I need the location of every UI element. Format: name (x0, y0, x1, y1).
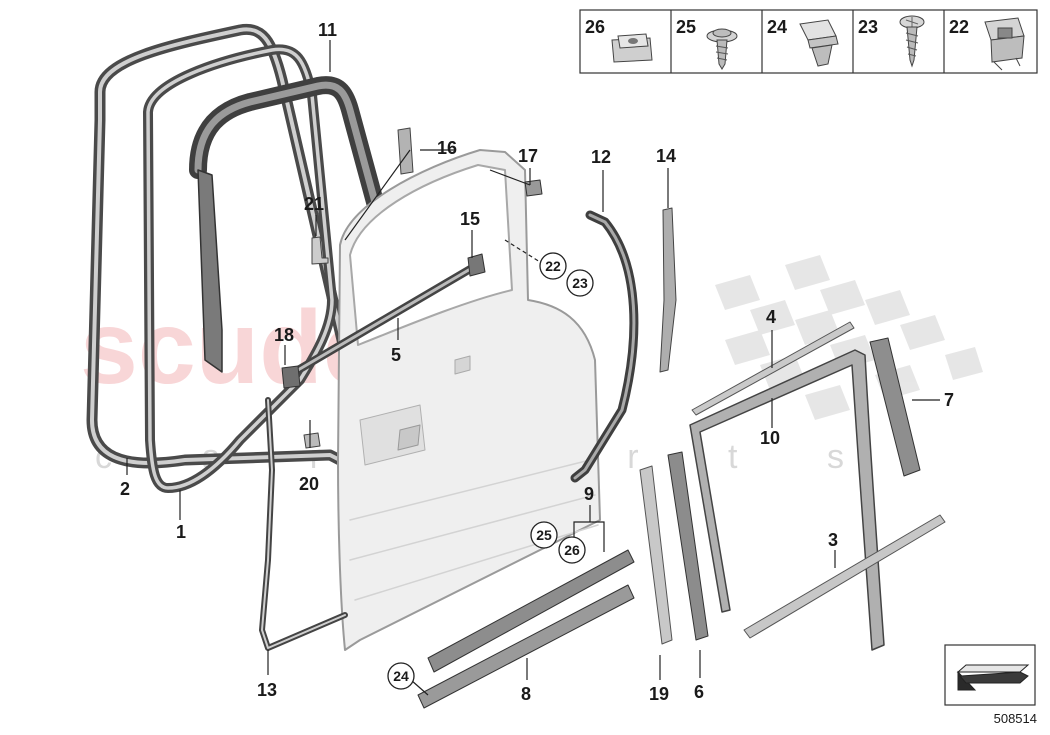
clip-15 (467, 253, 486, 277)
circled-ref-23: 23 (566, 269, 594, 297)
clip-20 (303, 432, 321, 449)
legend-label-22: 22 (949, 17, 969, 37)
callout-18: 18 (274, 325, 294, 345)
callout-17: 17 (518, 146, 538, 166)
callout-21: 21 (304, 194, 324, 214)
clip-17 (524, 179, 543, 197)
self-tapping-screw-icon (899, 15, 925, 68)
callout-7: 7 (944, 390, 954, 410)
strip-14 (659, 207, 677, 373)
expanding-clip-icon (799, 19, 839, 67)
svg-text:23: 23 (572, 275, 588, 291)
bracket-16 (397, 127, 414, 175)
trim-6 (667, 451, 709, 641)
svg-text:24: 24 (393, 668, 409, 684)
circled-refs: 22 23 25 26 24 (387, 252, 594, 690)
diagram-reference-number: 508514 (994, 711, 1037, 726)
callout-15: 15 (460, 209, 480, 229)
callout-4: 4 (766, 307, 776, 327)
strip-4 (691, 321, 855, 416)
callout-1: 1 (176, 522, 186, 542)
fastener-legend: 26 25 24 23 22 (579, 9, 1038, 74)
sill-trim-8 (417, 584, 635, 709)
callout-9: 9 (584, 484, 594, 504)
frame-seal-11-lower (197, 169, 223, 373)
view-direction-arrow-icon (956, 664, 1030, 691)
part-drawings (86, 23, 946, 709)
sill-trim-9 (427, 549, 635, 673)
callout-labels: 1 2 3 4 5 6 7 8 9 10 11 12 13 14 15 16 1… (120, 20, 954, 704)
window-channel-10 (689, 349, 885, 651)
circled-ref-25: 25 (530, 521, 558, 549)
trim-19 (639, 465, 673, 645)
leader-lines (126, 40, 940, 696)
callout-11: 11 (318, 20, 337, 40)
svg-text:26: 26 (564, 542, 580, 558)
rivet-nut-icon (984, 17, 1025, 71)
callout-2: 2 (120, 479, 130, 499)
collar-screw-icon (706, 28, 738, 70)
callout-20: 20 (299, 474, 319, 494)
callout-8: 8 (521, 684, 531, 704)
rear-door-panel (337, 149, 601, 651)
svg-text:22: 22 (545, 258, 561, 274)
callout-13: 13 (257, 680, 277, 700)
clip-18 (281, 365, 301, 389)
callout-10: 10 (760, 428, 780, 448)
strip-3 (743, 514, 946, 639)
callout-14: 14 (656, 146, 676, 166)
circled-ref-24: 24 (387, 662, 415, 690)
legend-label-23: 23 (858, 17, 878, 37)
legend-label-25: 25 (676, 17, 696, 37)
callout-16: 16 (437, 138, 457, 158)
door-seal-inner-1 (143, 44, 337, 493)
circled-ref-26: 26 (558, 536, 586, 564)
legend-label-26: 26 (585, 17, 605, 37)
svg-text:25: 25 (536, 527, 552, 543)
callout-3: 3 (828, 530, 838, 550)
callout-6: 6 (694, 682, 704, 702)
legend-label-24: 24 (767, 17, 787, 37)
speed-nut-icon (611, 33, 653, 63)
callout-5: 5 (391, 345, 401, 365)
clip-21 (311, 236, 329, 265)
callout-12: 12 (591, 147, 611, 167)
circled-ref-22: 22 (539, 252, 567, 280)
view-direction-box (944, 644, 1036, 706)
trim-7 (869, 337, 921, 477)
callout-19: 19 (649, 684, 669, 704)
